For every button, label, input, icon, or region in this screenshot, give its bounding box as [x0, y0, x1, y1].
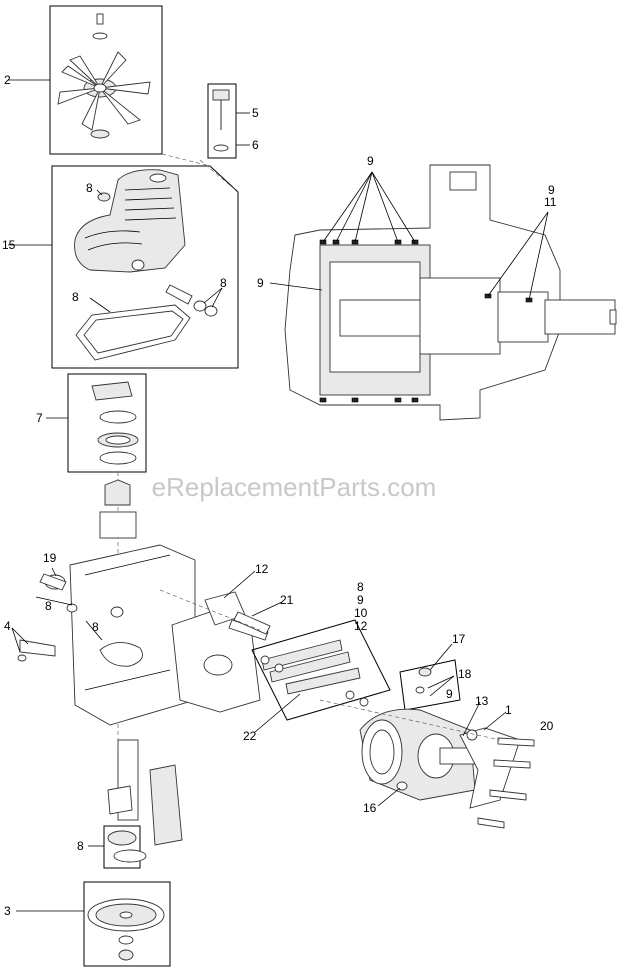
- callout-22: 22: [243, 729, 257, 743]
- callout-8-housing-right: 8: [220, 276, 227, 290]
- housing-gasket: [75, 304, 191, 361]
- callout-16: 16: [363, 801, 377, 815]
- callout-8-oring: 8: [92, 620, 99, 634]
- callout-8-housing-top: 8: [86, 181, 93, 195]
- callout-9-right: 9: [548, 183, 555, 197]
- callout-1: 1: [505, 703, 512, 717]
- cooling-fan: [57, 51, 151, 131]
- motor-housing: [359, 708, 481, 801]
- mounting-bolts: [319, 699, 535, 829]
- watermark-text: eReplacementParts.com: [152, 472, 437, 502]
- callout-21: 21: [280, 593, 294, 607]
- callout-6: 6: [252, 138, 259, 152]
- fill-plug-box: [207, 83, 250, 159]
- callout-12-kit: 12: [354, 619, 368, 633]
- fan-assembly-box: [8, 5, 163, 155]
- bearing-retaining-ring-box: [88, 825, 147, 869]
- callout-18: 18: [458, 667, 472, 681]
- callout-17: 17: [452, 632, 466, 646]
- bearing-box: [46, 373, 147, 473]
- callout-8-gasket: 8: [72, 290, 79, 304]
- transmission-cross-section: [269, 164, 617, 421]
- callout-7: 7: [36, 411, 43, 425]
- housing-cover-box: [8, 153, 239, 369]
- callout-9-left: 9: [257, 276, 264, 290]
- callout-20: 20: [540, 719, 554, 733]
- callout-9-valve: 9: [446, 687, 453, 701]
- callout-5: 5: [252, 106, 259, 120]
- center-section-oring: [99, 642, 143, 667]
- callout-19: 19: [43, 551, 57, 565]
- leader-lines: [11, 189, 507, 807]
- pulley-box: [16, 881, 171, 967]
- callout-8-left: 8: [45, 599, 52, 613]
- callout-9-kit: 9: [357, 593, 364, 607]
- callout-8-ring: 8: [77, 839, 84, 853]
- housing-cover: [74, 169, 186, 273]
- callout-12-top: 12: [255, 562, 269, 576]
- callout-2: 2: [4, 73, 11, 87]
- check-valve-box: [399, 659, 461, 711]
- center-section-assembly: [16, 472, 535, 967]
- callout-3: 3: [4, 904, 11, 918]
- callout-10: 10: [354, 606, 368, 620]
- callout-11: 11: [544, 195, 557, 209]
- callout-13: 13: [475, 694, 489, 708]
- piston-kit-box: [251, 619, 391, 721]
- callout-15: 15: [2, 238, 16, 252]
- callout-8-kit: 8: [357, 580, 364, 594]
- callout-4: 4: [4, 619, 11, 633]
- callout-9-top: 9: [367, 154, 374, 168]
